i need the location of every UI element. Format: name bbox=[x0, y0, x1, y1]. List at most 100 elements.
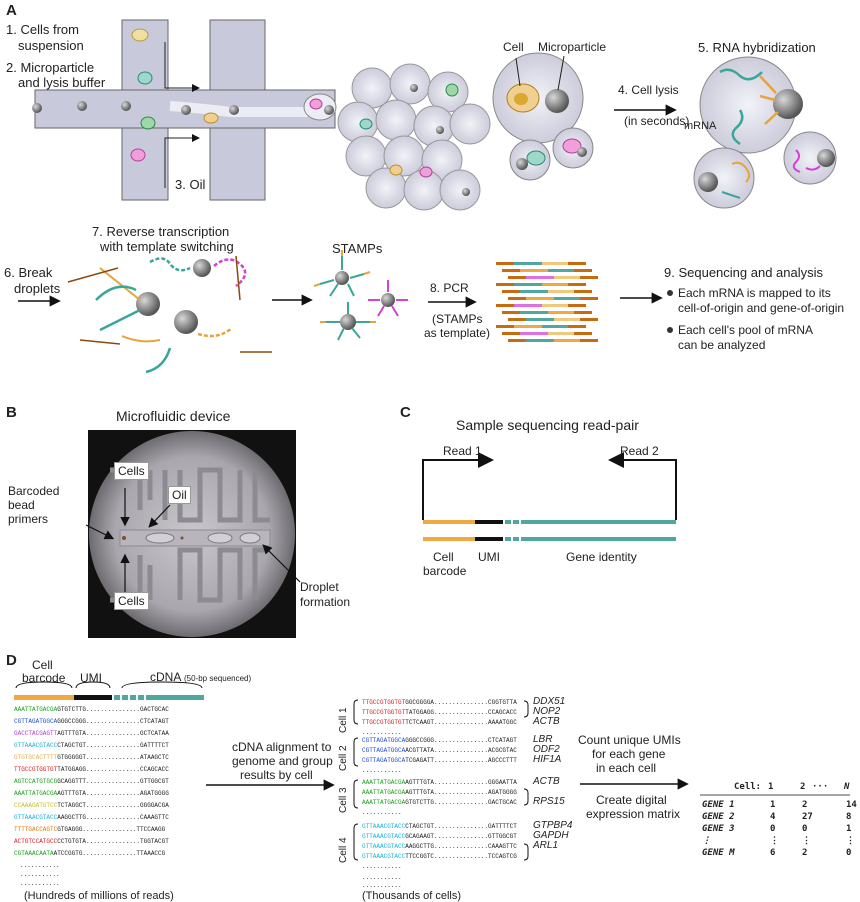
group-read-barcode: GTTAAACGTACC bbox=[362, 833, 406, 840]
pcr-product-segment bbox=[568, 325, 586, 328]
matrix-value: 2 bbox=[802, 848, 808, 858]
step3-label: 3. Oil bbox=[175, 177, 206, 192]
group-read-sequence: ACGTTATA...............ACGCGTAC bbox=[405, 747, 517, 754]
matrix-gene-label: ⋮ bbox=[702, 836, 711, 846]
read-row: AGTCCATGTGCGGCAGGTTT...............GTTGG… bbox=[14, 778, 169, 785]
pcr-product-segment bbox=[568, 304, 586, 307]
pcr-product-segment bbox=[580, 297, 598, 300]
step4-label: 4. Cell lysis bbox=[618, 83, 679, 97]
pcr-product-segment bbox=[520, 269, 548, 272]
matrix-header-cell: ··· bbox=[812, 782, 829, 792]
group-read-row: TTGCCGTGGTGTTATGGAGG...............CCAGC… bbox=[362, 709, 517, 716]
step7-label: 7. Reverse transcription bbox=[92, 224, 230, 239]
matrix-gene-label: GENE 2 bbox=[702, 812, 735, 822]
cell-group-label: Cell 2 bbox=[338, 745, 349, 771]
pcr-product-segment bbox=[574, 332, 592, 335]
step8-label: 8. PCR bbox=[430, 281, 469, 295]
pcr-product-segment bbox=[508, 276, 526, 279]
pcr-product-segment bbox=[520, 311, 548, 314]
gene-name: ACTB bbox=[533, 776, 560, 787]
pcr-product-segment bbox=[554, 276, 580, 279]
pcr-product-segment bbox=[542, 283, 568, 286]
read-sequence: TATGGAGG...............CCAGCACC bbox=[57, 766, 169, 773]
gene-name: HIF1A bbox=[533, 754, 562, 765]
panel-label-a: A bbox=[6, 2, 17, 19]
d-cell-label: Cell bbox=[32, 658, 53, 672]
read-barcode: GTTAAACGTACC bbox=[14, 742, 58, 749]
group-read-row: AAATTATGACGAAGTTTGTA...............AGATG… bbox=[362, 789, 517, 796]
read-ellipsis: ........... bbox=[20, 862, 60, 869]
read-sequence: GTGAGGG...............TTCCAAGG bbox=[57, 826, 166, 833]
read-sequence: GTGGGGGT...............ATAAGCTC bbox=[57, 754, 169, 761]
align-label-2: genome and group bbox=[232, 754, 333, 768]
gene-name: GAPDH bbox=[533, 830, 569, 841]
step9-label: 9. Sequencing and analysis bbox=[664, 265, 824, 280]
read-row: CGTAAACAATAATCCGGTG...............TTAAAC… bbox=[14, 850, 165, 857]
pcr-product-segment bbox=[542, 304, 568, 307]
pcr-product-segment bbox=[580, 318, 598, 321]
pcr-products bbox=[496, 262, 598, 342]
read-barcode: CGTAAACAATA bbox=[14, 850, 54, 857]
group-read-sequence: AGTTTGTA...............GGGAATTA bbox=[405, 779, 517, 786]
group-read-sequence: TTCCGGTC...............TCCAGTCG bbox=[405, 853, 517, 860]
read1-label: Read 1 bbox=[443, 444, 482, 458]
group-read-sequence: GGGCCGGG...............CTCATAGT bbox=[405, 737, 517, 744]
mrna-label: mRNA bbox=[684, 120, 717, 132]
matrix-value: ⋮ bbox=[802, 836, 811, 846]
pcr-product-segment bbox=[548, 290, 574, 293]
gene-identity-label: Gene identity bbox=[566, 550, 637, 564]
gene-name: ACTB bbox=[533, 716, 560, 727]
matrix-value: 27 bbox=[802, 812, 813, 822]
matrix-value: 8 bbox=[846, 812, 852, 822]
matrix-value: ⋮ bbox=[846, 836, 855, 846]
pcr-product-segment bbox=[508, 297, 526, 300]
read-row: CCAAAGATGTCCTCTAGGCT...............GGGGA… bbox=[14, 802, 169, 809]
read-sequence: GGGCCGGG...............CTCATAGT bbox=[57, 718, 169, 725]
d-cdna-note: (50-bp sequenced) bbox=[184, 674, 252, 683]
read-row: GTTAAACGTACCCTAGCTGT...............GATTT… bbox=[14, 742, 169, 749]
panel-label-d: D bbox=[6, 652, 17, 669]
matrix-value: 1 bbox=[846, 824, 852, 834]
group-ellipsis: ........... bbox=[362, 882, 402, 889]
cells-top-label: Cells bbox=[114, 462, 149, 480]
pcr-product-segment bbox=[502, 311, 520, 314]
gene-name: DDX51 bbox=[533, 696, 566, 707]
step1-label: 1. Cells from bbox=[6, 22, 79, 37]
pcr-product-segment bbox=[496, 325, 514, 328]
panel-label-c: C bbox=[400, 404, 411, 421]
group-read-sequence: TCTCAAGT...............AAAATGGC bbox=[405, 719, 517, 726]
read-row: ACTGTCCATGCCCCTGTGTA...............TGGTA… bbox=[14, 838, 169, 845]
gene-name: LBR bbox=[533, 734, 553, 745]
group-read-sequence: TCGAGATT...............AGCCCTTT bbox=[405, 757, 517, 764]
group-ellipsis: ........... bbox=[362, 729, 402, 736]
pcr-product-segment bbox=[520, 290, 548, 293]
pcr-product-segment bbox=[554, 339, 580, 342]
pcr-product-segment bbox=[514, 283, 542, 286]
pcr-product-segment bbox=[508, 318, 526, 321]
pcr-product-segment bbox=[526, 318, 554, 321]
group-read-row: GTTAAACGTACCGCAGAAGT...............GTTGG… bbox=[362, 833, 517, 840]
count-label-2: for each gene bbox=[592, 747, 666, 761]
formation-label: formation bbox=[300, 595, 351, 609]
step5-label: 5. RNA hybridization bbox=[698, 40, 816, 55]
d-umi-label: UMI bbox=[80, 671, 102, 685]
hybridization-droplets bbox=[693, 56, 837, 209]
group-read-barcode: CGTTAGATGGCA bbox=[362, 737, 406, 744]
read-sequence: AAGGCTTG...............CAAAGTTC bbox=[57, 814, 169, 821]
bullet2-label: Each cell's pool of mRNA bbox=[678, 323, 814, 337]
read-row: AAATTATGACGAGTGTCTTG...............GACTG… bbox=[14, 706, 169, 713]
cell-group-label: Cell 1 bbox=[338, 707, 349, 733]
group-ellipsis: ........... bbox=[362, 874, 402, 881]
pcr-product-segment bbox=[548, 269, 574, 272]
oil-label: Oil bbox=[168, 486, 191, 504]
pcr-product-segment bbox=[496, 262, 514, 265]
cell-brackets bbox=[353, 699, 529, 861]
pcr-product-segment bbox=[514, 304, 542, 307]
read-row: GTTAAACGTACCAAGGCTTG...............CAAAG… bbox=[14, 814, 169, 821]
stamps-label: STAMPs bbox=[332, 241, 383, 256]
matrix-value: 0 bbox=[846, 848, 852, 858]
read-barcode: GTGTGCACTTTT bbox=[14, 754, 58, 761]
step7-label-b: with template switching bbox=[100, 239, 234, 254]
read-sequence: GTGTCTTG...............GACTGCAC bbox=[57, 706, 169, 713]
pcr-product-segment bbox=[508, 339, 526, 342]
